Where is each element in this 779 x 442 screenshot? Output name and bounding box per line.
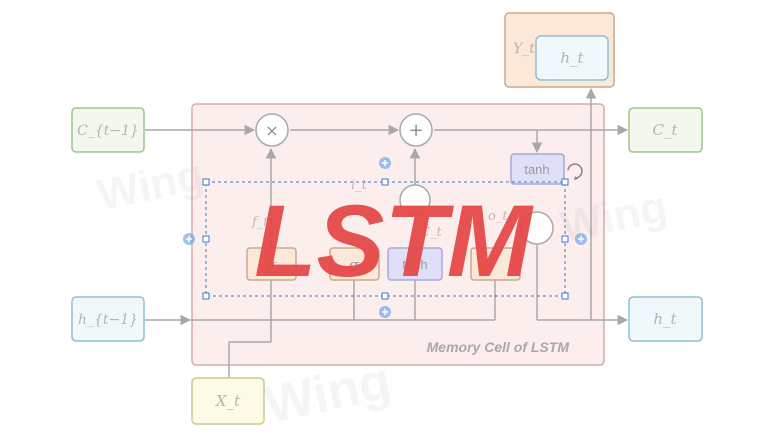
input-x-label: X_t [215, 392, 241, 410]
label-f-t: f_t [251, 215, 269, 230]
input-multiply-operator [399, 184, 431, 216]
resize-handle-nw[interactable] [202, 178, 210, 186]
input-c-prev-box [71, 107, 145, 153]
selection-box[interactable] [202, 178, 569, 300]
resize-handle-se[interactable] [561, 292, 569, 300]
label-o-t: o_t [488, 209, 508, 224]
multiply-symbol: × [265, 121, 278, 140]
output-c-box [628, 107, 703, 153]
watermark-left: Wing [93, 150, 208, 220]
output-y-inner-box [535, 35, 609, 81]
resize-handle-w[interactable] [202, 235, 210, 243]
label-c-tilde: C̃_t [420, 224, 442, 240]
tanh-output-label: tanh [524, 162, 549, 177]
input-gate-label: σ [349, 256, 360, 274]
connect-add-left-icon[interactable] [183, 233, 195, 245]
input-h-prev-box [71, 296, 145, 342]
lstm-title[interactable]: LSTM [254, 184, 534, 298]
connect-add-right-icon[interactable] [575, 233, 587, 245]
output-h-label: h_t [653, 310, 677, 328]
output-y-label: Y_t [513, 41, 535, 57]
input-x-box [191, 377, 265, 425]
output-y-inner-label: h_t [560, 49, 584, 67]
forget-gate-label: σ [266, 256, 277, 274]
tanh-output-box [510, 153, 565, 185]
resize-handle-ne[interactable] [561, 178, 569, 186]
add-operator [399, 113, 433, 147]
resize-handle-sw[interactable] [202, 292, 210, 300]
connect-add-top-icon[interactable] [379, 157, 391, 169]
multiply-operator [255, 113, 289, 147]
candidate-gate-box [387, 247, 443, 281]
output-c-label: C_t [652, 121, 678, 139]
input-h-prev-label: h_{t−1} [78, 312, 138, 328]
input-gate-box [329, 247, 380, 281]
rotate-handle-icon[interactable] [567, 163, 583, 179]
connect-add-bottom-icon[interactable] [379, 306, 391, 318]
resize-handle-n[interactable] [381, 178, 389, 186]
output-h-box [628, 296, 703, 342]
add-symbol: + [408, 120, 423, 141]
candidate-gate-label: tanh [402, 257, 427, 272]
output-multiply-operator [520, 211, 554, 245]
connection-lines [145, 87, 629, 378]
input-c-prev-label: C_{t−1} [77, 123, 139, 139]
forget-gate-box [246, 247, 297, 281]
output-gate-box [470, 247, 521, 281]
resize-handle-s[interactable] [381, 292, 389, 300]
cell-caption: Memory Cell of LSTM [427, 339, 570, 355]
resize-handle-e[interactable] [561, 235, 569, 243]
